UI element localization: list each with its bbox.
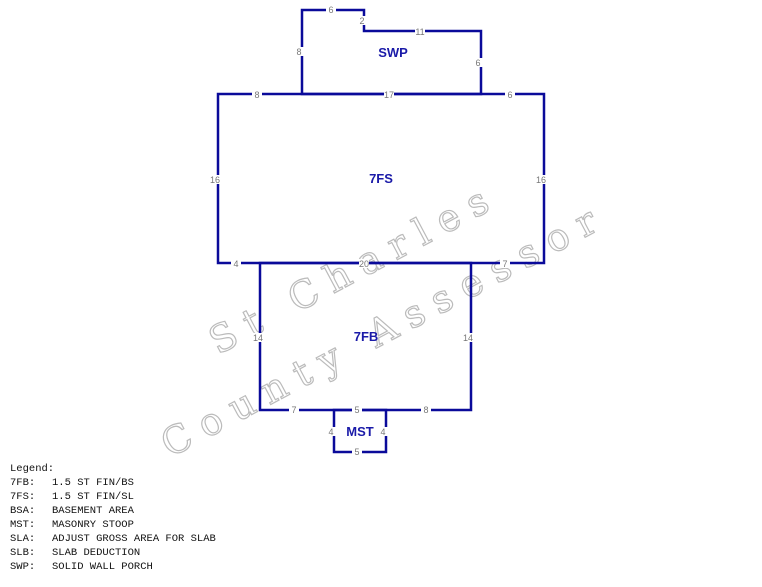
legend-desc: SOLID WALL PORCH <box>52 561 153 573</box>
dimension-label: 14 <box>463 333 473 343</box>
dimension-label-bg <box>378 427 388 436</box>
dimension-label-bg <box>536 175 546 184</box>
dimension-label-bg <box>473 58 483 67</box>
dimension-label-bg <box>252 90 262 99</box>
legend-title: Legend: <box>10 463 55 475</box>
legend-code: MST: <box>10 519 36 531</box>
dimension-label-bg <box>357 16 367 25</box>
legend-code: SLA: <box>10 533 36 545</box>
dimension-label: 2 <box>359 16 364 26</box>
dimension-label: 8 <box>254 90 259 100</box>
dimension-label-bg <box>231 259 241 268</box>
watermark: St Charles County Assessor <box>153 172 615 466</box>
dimension-label: 4 <box>380 427 385 437</box>
legend: Legend: 7FB: 1.5 ST FIN/BS 7FS: 1.5 ST FIN/S… <box>10 462 216 574</box>
legend-item: BSA: BASEMENT AREA <box>10 504 216 518</box>
dimension-label: 16 <box>210 175 220 185</box>
legend-item: 7FB: 1.5 ST FIN/BS <box>10 476 216 490</box>
dimension-label: 6 <box>328 5 333 15</box>
dimension-label: 7 <box>291 405 296 415</box>
dimension-label-bg <box>359 259 369 268</box>
dimension-label: 14 <box>253 333 263 343</box>
dimension-label: 20 <box>359 259 369 269</box>
dimension-labels: 6 2 11 8 6 8 17 6 16 16 4 20 7 14 14 7 5 8 4 4 5 <box>210 5 546 457</box>
legend-code: SLB: <box>10 547 36 559</box>
area-label-7fb: 7FB <box>354 329 379 344</box>
dimension-label: 7 <box>502 259 507 269</box>
dimension-label: 17 <box>384 90 394 100</box>
dimension-label: 6 <box>507 90 512 100</box>
dimension-label: 8 <box>296 47 301 57</box>
dimension-label-bg <box>384 90 394 99</box>
dimension-label-bg <box>326 427 336 436</box>
dimension-label-bg <box>352 405 362 414</box>
dimension-label-bg <box>294 47 304 56</box>
dimension-label-bg <box>463 333 473 342</box>
dimension-label: 8 <box>423 405 428 415</box>
legend-code: 7FB: <box>10 477 36 489</box>
legend-item: 7FS: 1.5 ST FIN/SL <box>10 490 216 504</box>
dimension-label: 4 <box>328 427 333 437</box>
legend-item: SLA: ADJUST GROSS AREA FOR SLAB <box>10 532 216 546</box>
legend-item: SWP: SOLID WALL PORCH <box>10 560 216 574</box>
dimension-label-bg <box>289 405 299 414</box>
legend-code: 7FS: <box>10 491 36 503</box>
legend-desc: BASEMENT AREA <box>52 505 134 517</box>
area-label-7fs: 7FS <box>369 171 393 186</box>
dimension-label-bg <box>326 5 336 14</box>
legend-desc: ADJUST GROSS AREA FOR SLAB <box>52 533 216 545</box>
legend-desc: 1.5 ST FIN/SL <box>52 491 134 503</box>
dimension-label: 6 <box>475 58 480 68</box>
dimension-label: 5 <box>354 447 359 457</box>
area-label-swp: SWP <box>378 45 408 60</box>
dimension-label-bg <box>253 333 263 342</box>
dimension-label: 11 <box>415 27 424 37</box>
legend-desc: MASONRY STOOP <box>52 519 134 531</box>
legend-desc: 1.5 ST FIN/BS <box>52 477 134 489</box>
dimension-label-bg <box>421 405 431 414</box>
area-label-mst: MST <box>346 424 374 439</box>
dimension-label-bg <box>352 447 362 456</box>
dimension-label: 4 <box>233 259 238 269</box>
dimension-label-bg <box>500 259 510 268</box>
dimension-label: 16 <box>536 175 546 185</box>
dimension-label-bg <box>210 175 220 184</box>
legend-item: SLB: SLAB DEDUCTION <box>10 546 216 560</box>
legend-desc: SLAB DEDUCTION <box>52 547 141 559</box>
legend-code: BSA: <box>10 505 36 517</box>
legend-code: SWP: <box>10 561 36 573</box>
dimension-label-bg <box>505 90 515 99</box>
dimension-label: 5 <box>354 405 359 415</box>
dimension-label-bg <box>415 27 425 36</box>
legend-item: MST: MASONRY STOOP <box>10 518 216 532</box>
